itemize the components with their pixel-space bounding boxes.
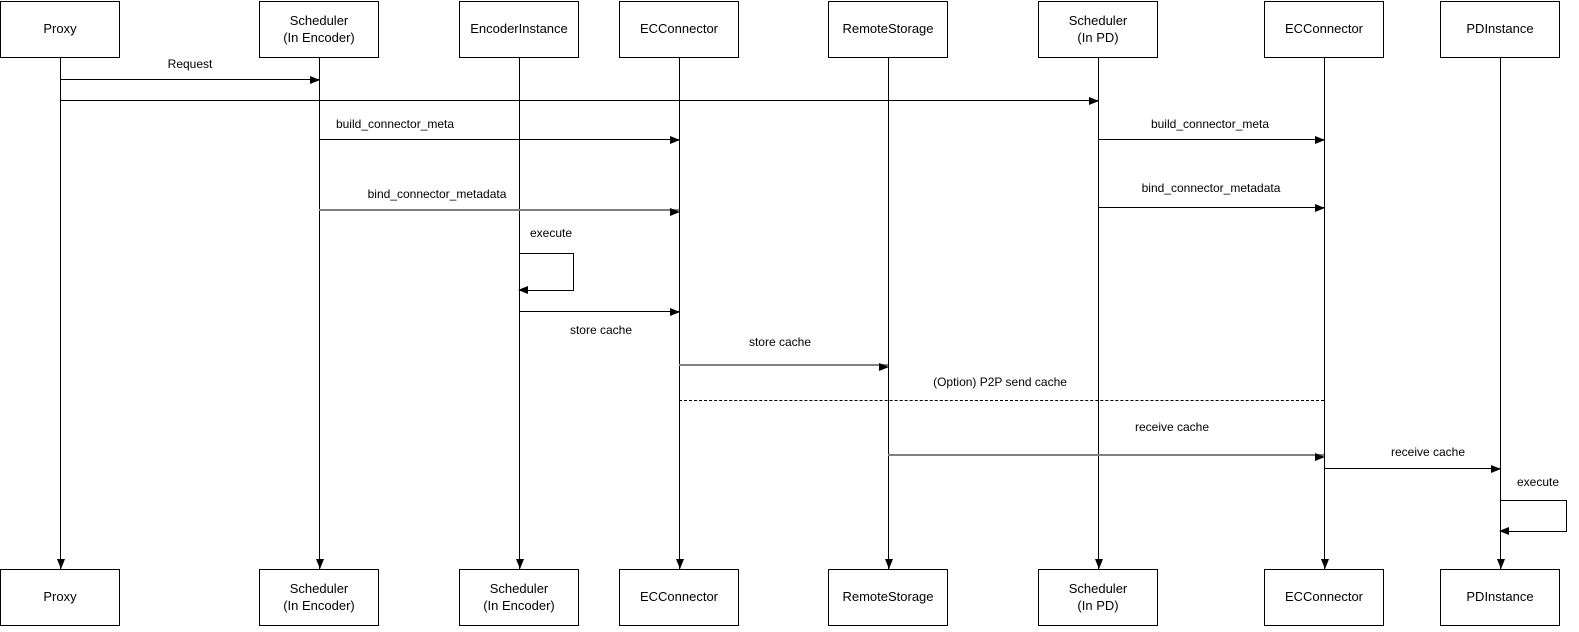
arrow-build-connector-meta-right	[1098, 136, 1325, 144]
participant-bottom-remote-storage: RemoteStorage	[828, 569, 948, 626]
participant-bottom-proxy: Proxy	[0, 569, 120, 626]
label-receive-cache-right: receive cache	[1390, 445, 1466, 459]
lifeline-scheduler-pd	[1095, 57, 1103, 569]
arrow-build-connector-meta-left	[319, 136, 680, 144]
participant-top-remote-storage: RemoteStorage	[828, 1, 948, 58]
arrow-bind-connector-metadata-right	[1098, 204, 1325, 212]
label-execute-encoder: execute	[529, 226, 573, 240]
lifeline-pd-instance	[1497, 57, 1505, 569]
lifeline-encoder-instance	[516, 57, 524, 569]
arrow-p2p-send-cache-dashed	[679, 400, 1324, 401]
label-store-cache-left: store cache	[569, 323, 633, 337]
label-p2p-send-cache: (Option) P2P send cache	[933, 375, 1067, 389]
participant-bottom-pd-instance: PDInstance	[1440, 569, 1560, 626]
label-bind-connector-metadata-right: bind_connector_metadata	[1141, 181, 1281, 195]
lifeline-proxy	[57, 57, 65, 569]
label-request: Request	[167, 57, 213, 71]
label-build-connector-meta-left: build_connector_meta	[335, 117, 455, 131]
arrow-store-cache-to-ec-connector	[519, 308, 680, 316]
participant-top-proxy: Proxy	[0, 1, 120, 58]
participant-top-pd-instance: PDInstance	[1440, 1, 1560, 58]
lifeline-scheduler-encoder	[316, 57, 324, 569]
lifeline-ec-connector-pd	[1321, 57, 1329, 569]
self-loop-execute-pd	[1499, 500, 1567, 535]
arrow-bind-connector-metadata-left	[319, 208, 680, 216]
label-receive-cache-left: receive cache	[1134, 420, 1210, 434]
participant-top-scheduler-pd: Scheduler (In PD)	[1038, 1, 1158, 58]
participant-bottom-scheduler-encoder-2: Scheduler (In Encoder)	[459, 569, 579, 626]
self-loop-execute-encoder	[518, 253, 574, 294]
arrow-receive-cache-to-pd-instance	[1324, 465, 1501, 473]
participant-top-ec-connector: ECConnector	[619, 1, 739, 58]
lifeline-remote-storage	[885, 57, 893, 569]
participant-bottom-scheduler-encoder: Scheduler (In Encoder)	[259, 569, 379, 626]
participant-bottom-ec-connector: ECConnector	[619, 569, 739, 626]
participant-bottom-ec-connector-pd: ECConnector	[1264, 569, 1384, 626]
label-bind-connector-metadata-left: bind_connector_metadata	[367, 187, 507, 201]
arrow-store-cache-to-remote-storage	[679, 363, 889, 371]
participant-top-ec-connector-pd: ECConnector	[1264, 1, 1384, 58]
arrow-request	[60, 76, 320, 84]
participant-bottom-scheduler-pd: Scheduler (In PD)	[1038, 569, 1158, 626]
arrow-receive-cache-to-ec-connector-pd	[888, 453, 1325, 461]
label-build-connector-meta-right: build_connector_meta	[1150, 117, 1270, 131]
participant-top-encoder-instance: EncoderInstance	[459, 1, 579, 58]
arrow-proxy-to-scheduler-pd	[60, 97, 1099, 105]
label-store-cache-right: store cache	[748, 335, 812, 349]
participant-top-scheduler-encoder: Scheduler (In Encoder)	[259, 1, 379, 58]
label-execute-pd: execute	[1516, 475, 1560, 489]
